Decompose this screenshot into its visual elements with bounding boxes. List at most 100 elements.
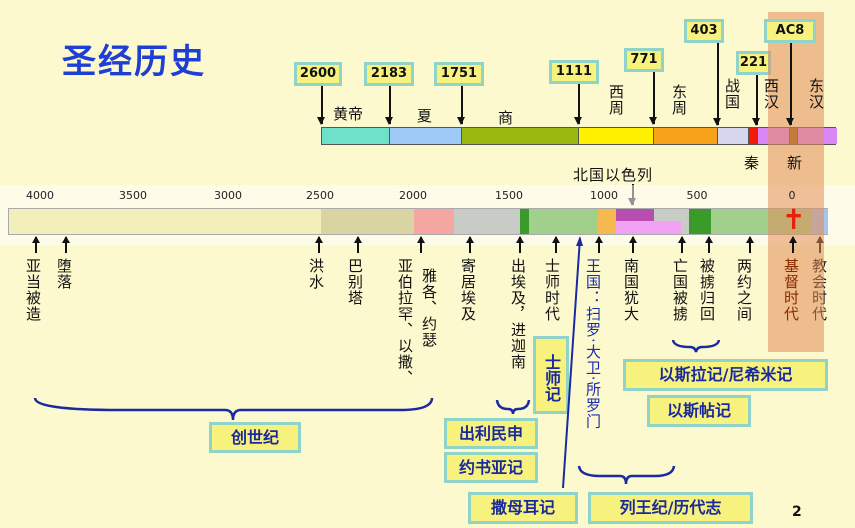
book-pentateuch: 出利民申 bbox=[444, 418, 538, 449]
book-samuel: 撒母耳记 bbox=[468, 492, 578, 524]
book-joshua: 约书亚记 bbox=[444, 452, 538, 483]
arrow-event bbox=[32, 236, 39, 253]
tick-4000: 4000 bbox=[26, 189, 54, 202]
year-box-2183: 2183 bbox=[364, 62, 414, 86]
event-intertestament: 两约之间 bbox=[735, 258, 753, 322]
cross-icon: ✝ bbox=[782, 203, 806, 236]
book-esther: 以斯帖记 bbox=[647, 395, 751, 427]
seg-return bbox=[689, 209, 711, 234]
seg-gap2 bbox=[681, 221, 689, 234]
event-egypt: 寄居埃及 bbox=[459, 258, 477, 322]
event-fall: 堕落 bbox=[55, 258, 73, 290]
label-dongzhou: 东周 bbox=[672, 83, 689, 117]
seg-exodus bbox=[520, 209, 529, 234]
arrow-event bbox=[62, 236, 69, 253]
event-babel: 巴别塔 bbox=[346, 258, 364, 306]
label-xizhou: 西周 bbox=[609, 83, 626, 117]
label-donghan: 东汉 bbox=[809, 77, 826, 111]
seg-huangdi bbox=[322, 128, 390, 144]
arrow-event bbox=[746, 236, 753, 253]
arrow-event bbox=[705, 236, 712, 253]
seg-zhanguo bbox=[718, 128, 749, 144]
history-bar bbox=[8, 208, 828, 235]
arrow-event bbox=[552, 236, 559, 253]
tick-1000: 1000 bbox=[590, 189, 618, 202]
event-flood: 洪水 bbox=[307, 258, 325, 290]
seg-egypt bbox=[454, 209, 520, 234]
event-christ: 基督时代 bbox=[782, 258, 800, 322]
event-adam: 亚当被造 bbox=[24, 258, 42, 322]
christ-era-highlight-band bbox=[768, 12, 824, 352]
arrow-event bbox=[629, 236, 636, 253]
seg-dongzhou bbox=[654, 128, 718, 144]
tick-1500: 1500 bbox=[495, 189, 523, 202]
arrow-event bbox=[678, 236, 685, 253]
year-box-2600: 2600 bbox=[294, 62, 342, 86]
label-shang: 商 bbox=[498, 109, 514, 127]
year-box-403: 403 bbox=[684, 19, 724, 43]
arrow-1751 bbox=[458, 86, 464, 125]
label-zhanguo: 战国 bbox=[725, 77, 742, 111]
seg-patriarchs-pre bbox=[321, 209, 414, 234]
event-abraham: 亚伯拉罕、以撒、 bbox=[396, 258, 414, 386]
label-qin: 秦 bbox=[744, 154, 760, 172]
year-box-1751: 1751 bbox=[434, 62, 484, 86]
year-box-ac8: AC8 bbox=[764, 19, 816, 43]
seg-gap bbox=[654, 209, 689, 221]
arrow-event bbox=[789, 236, 796, 253]
book-genesis: 创世纪 bbox=[209, 422, 301, 453]
kingdom-line bbox=[562, 237, 581, 489]
event-exodus: 出埃及，进迦南 bbox=[509, 258, 527, 370]
seg-abraham bbox=[414, 209, 454, 234]
tick-2000: 2000 bbox=[399, 189, 427, 202]
event-exile: 亡国被掳 bbox=[671, 258, 689, 322]
event-return: 被掳归回 bbox=[698, 258, 716, 322]
seg-xizhou bbox=[579, 128, 654, 144]
arrow-event bbox=[315, 236, 322, 253]
label-xin: 新 bbox=[787, 154, 803, 172]
seg-shang bbox=[462, 128, 579, 144]
seg-judges bbox=[529, 209, 598, 234]
arrow-ac8 bbox=[787, 43, 793, 126]
page-number: 2 bbox=[792, 504, 802, 520]
arrow-221 bbox=[753, 75, 759, 126]
kingdom-arrowhead bbox=[576, 236, 583, 246]
year-box-771: 771 bbox=[624, 48, 664, 72]
arrow-event bbox=[466, 236, 473, 253]
kings-brace bbox=[577, 465, 676, 485]
book-judges: 士师记 bbox=[533, 336, 569, 414]
arrow-event bbox=[417, 236, 424, 253]
seg-qin bbox=[749, 128, 758, 144]
arrow-2600 bbox=[318, 86, 324, 125]
genesis-brace bbox=[33, 397, 434, 421]
label-huangdi: 黄帝 bbox=[333, 105, 364, 123]
seg-north-israel bbox=[616, 209, 654, 221]
label-north-israel: 北国以色列 bbox=[573, 166, 654, 184]
event-judges: 士师时代 bbox=[543, 258, 561, 322]
event-jacob: 雅各、约瑟 bbox=[420, 268, 438, 348]
book-kings: 列王纪/历代志 bbox=[588, 492, 753, 524]
arrow-event bbox=[595, 236, 602, 253]
seg-xia bbox=[390, 128, 462, 144]
arrow-event bbox=[354, 236, 361, 253]
tick-3500: 3500 bbox=[119, 189, 147, 202]
tick-500: 500 bbox=[686, 189, 708, 202]
seg-south-judah bbox=[616, 221, 681, 234]
label-xia: 夏 bbox=[417, 107, 433, 125]
event-kingdom: 王国：扫罗·大卫·所罗门 bbox=[584, 258, 602, 430]
pentateuch-brace bbox=[495, 399, 531, 415]
book-ezra: 以斯拉记/尼希米记 bbox=[623, 359, 828, 391]
ezra-brace bbox=[671, 339, 721, 353]
tick-3000: 3000 bbox=[214, 189, 242, 202]
arrow-403 bbox=[714, 43, 720, 126]
slide-title: 圣经历史 bbox=[62, 42, 206, 82]
event-judah: 南国犹大 bbox=[622, 258, 640, 322]
arrow-771 bbox=[650, 72, 656, 125]
tick-0: 0 bbox=[788, 189, 796, 202]
year-box-1111: 1111 bbox=[549, 60, 599, 84]
label-xihan: 西汉 bbox=[764, 77, 781, 111]
arrow-1111 bbox=[575, 84, 581, 125]
arrow-2183 bbox=[386, 86, 392, 125]
arrow-event bbox=[516, 236, 523, 253]
